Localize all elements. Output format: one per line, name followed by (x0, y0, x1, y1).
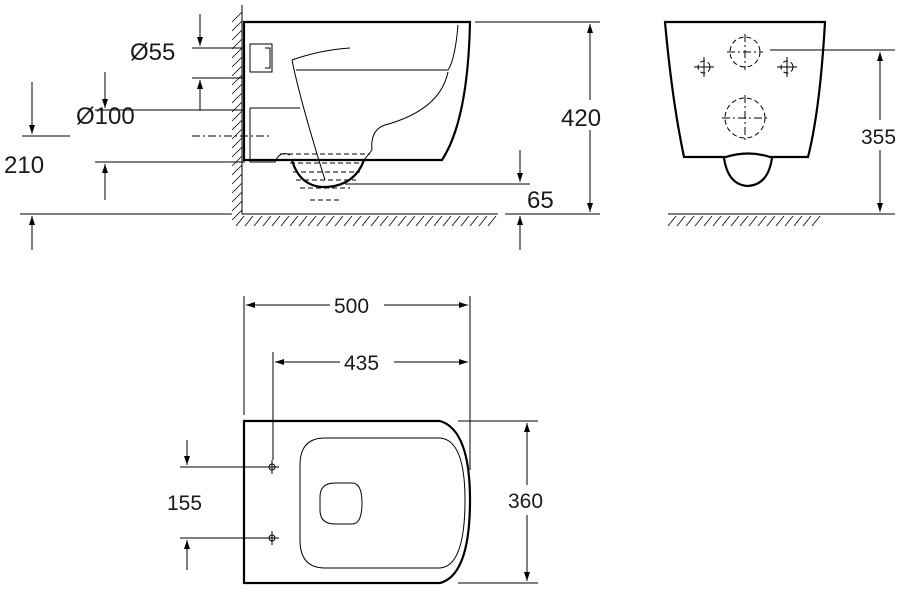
hatch-mark (307, 215, 317, 227)
hatch-mark (316, 215, 326, 227)
bowl-inner (363, 71, 449, 161)
hatch-mark (352, 215, 362, 227)
hatch-mark (766, 215, 776, 227)
hatch-mark (487, 215, 497, 227)
hatch-mark (379, 215, 389, 227)
hatch-mark (811, 215, 821, 227)
hatch-mark (442, 215, 452, 227)
hatch-mark (231, 56, 243, 68)
hatch-mark (424, 215, 434, 227)
hatch-mark (298, 215, 308, 227)
hatch-mark (703, 215, 713, 227)
hatch-mark (244, 215, 254, 227)
hatch-mark (469, 215, 479, 227)
wall-hatch (231, 11, 243, 221)
hatch-mark (370, 215, 380, 227)
hatch-mark (478, 215, 488, 227)
hatch-mark (667, 215, 677, 227)
dim-bolt-spacing: 155 (167, 492, 202, 515)
hatch-mark (231, 29, 243, 41)
seat-outline (299, 437, 466, 569)
hatch-mark (231, 191, 243, 203)
top-outline (242, 419, 472, 585)
front-view: 355 (663, 20, 896, 227)
hatch-mark (757, 215, 767, 227)
bowl-outline (242, 20, 472, 162)
hatch-mark (739, 215, 749, 227)
hatch-mark (694, 215, 704, 227)
trap-outline (290, 159, 366, 189)
hatch-mark (231, 20, 243, 32)
hatch-mark (361, 215, 371, 227)
dim-bolt-to-front: 435 (344, 352, 379, 375)
hatch-mark (712, 215, 722, 227)
hatch-mark (325, 215, 335, 227)
hatch-mark (231, 83, 243, 95)
rim-line (296, 24, 459, 71)
hatch-mark (280, 215, 290, 227)
front-floor-hatch (667, 215, 821, 227)
water-level (280, 153, 370, 201)
flush-inlet (249, 43, 273, 73)
hatch-mark (676, 215, 686, 227)
hatch-mark (231, 164, 243, 176)
hatch-mark (231, 65, 243, 77)
hatch-mark (406, 215, 416, 227)
hatch-mark (289, 215, 299, 227)
dim-width: 360 (508, 490, 543, 513)
front-trap (722, 157, 774, 188)
hatch-mark (271, 215, 281, 227)
inner-wall (291, 59, 326, 181)
hatch-mark (231, 74, 243, 86)
hatch-mark (388, 215, 398, 227)
hatch-mark (231, 182, 243, 194)
dim-outlet-height: 210 (4, 152, 44, 179)
hatch-mark (231, 47, 243, 59)
bowl-opening (319, 482, 363, 525)
dim-bottom-clearance: 65 (527, 187, 554, 214)
hatch-mark (231, 146, 243, 158)
outlet-pipe (249, 107, 300, 163)
hatch-mark (231, 92, 243, 104)
hatch-mark (784, 215, 794, 227)
hatch-mark (235, 215, 245, 227)
hatch-mark (730, 215, 740, 227)
dim-total-height: 420 (561, 105, 601, 132)
hatch-mark (231, 173, 243, 185)
hatch-mark (721, 215, 731, 227)
hatch-mark (343, 215, 353, 227)
hatch-mark (262, 215, 272, 227)
hatch-mark (231, 128, 243, 140)
dim-pipe-small: Ø55 (130, 39, 175, 66)
front-outline (663, 20, 827, 159)
dim-pipe-large: Ø100 (76, 103, 135, 130)
hatch-mark (334, 215, 344, 227)
hatch-mark (231, 119, 243, 131)
hatch-mark (231, 209, 243, 221)
hatch-mark (451, 215, 461, 227)
hatch-mark (253, 215, 263, 227)
hatch-mark (748, 215, 758, 227)
hatch-mark (231, 38, 243, 50)
hatch-mark (397, 215, 407, 227)
hatch-mark (231, 110, 243, 122)
hatch-mark (802, 215, 812, 227)
hatch-mark (231, 137, 243, 149)
dim-length: 500 (334, 295, 369, 318)
hatch-mark (433, 215, 443, 227)
hatch-mark (775, 215, 785, 227)
hatch-mark (231, 200, 243, 212)
side-view: Ø55 Ø100 210 420 65 (4, 5, 601, 250)
hatch-mark (415, 215, 425, 227)
dim-bolt-height: 355 (861, 126, 896, 149)
top-view: 500 435 360 155 (167, 295, 543, 585)
floor-hatch (235, 215, 497, 227)
hatch-mark (793, 215, 803, 227)
hatch-mark (685, 215, 695, 227)
hatch-mark (231, 11, 243, 23)
hatch-mark (231, 155, 243, 167)
hatch-mark (460, 215, 470, 227)
